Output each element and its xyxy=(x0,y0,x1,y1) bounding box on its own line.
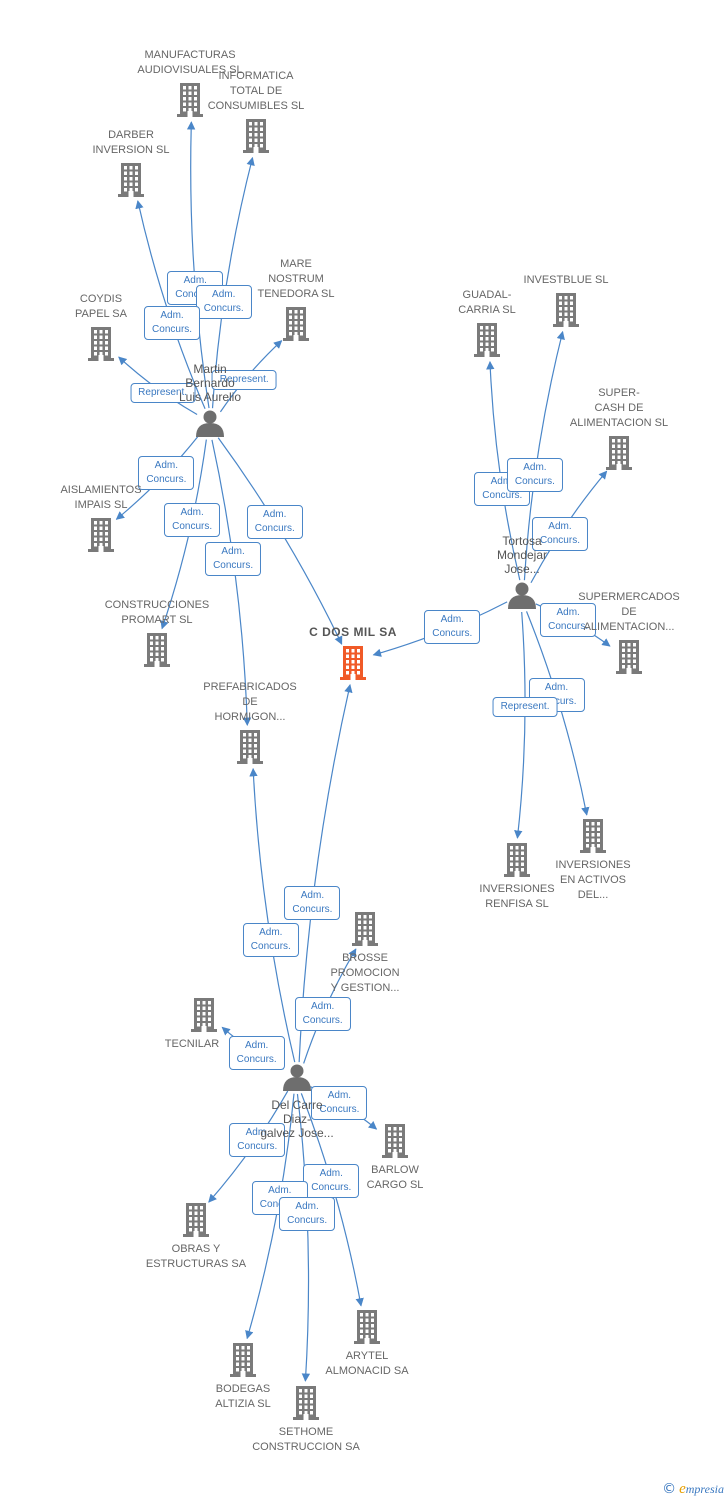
relation-badge[interactable]: Adm. Concurs. xyxy=(294,997,351,1032)
company-label[interactable]: MANUFACTURAS AUDIOVISUALES SL xyxy=(137,49,243,76)
relation-badge[interactable]: Adm. Concurs. xyxy=(531,517,588,552)
building-icon[interactable] xyxy=(88,327,114,361)
building-icon[interactable] xyxy=(504,843,530,877)
company-label[interactable]: SUPER- CASH DE ALIMENTACION SL xyxy=(569,387,669,429)
company-label[interactable]: BODEGAS ALTIZIA SL xyxy=(215,1383,271,1410)
building-icon[interactable] xyxy=(237,730,263,764)
relation-edge xyxy=(186,121,210,409)
relation-edge xyxy=(211,439,252,727)
brand-name: mpresia xyxy=(685,1482,724,1496)
person-icon[interactable] xyxy=(508,582,536,610)
relation-badge[interactable]: Adm. Concurs. xyxy=(229,1122,286,1157)
relation-edge xyxy=(245,1093,295,1340)
building-icon[interactable] xyxy=(230,1343,256,1377)
building-icon[interactable] xyxy=(183,1203,209,1237)
person-label[interactable]: Del Carre Diaz- galvez Jose... xyxy=(260,1098,334,1140)
relation-badge[interactable]: Adm. Concurs. xyxy=(138,455,195,490)
brand-letter: e xyxy=(679,1481,686,1497)
person-icon[interactable] xyxy=(196,410,224,438)
relation-badge[interactable]: Adm. Concurs. xyxy=(144,306,201,341)
building-icon[interactable] xyxy=(283,307,309,341)
relation-edge xyxy=(249,767,296,1063)
company-label[interactable]: GUADAL- CARRIA SL xyxy=(458,289,516,316)
company-label[interactable]: INVESTBLUE SL xyxy=(523,274,609,286)
relation-badge[interactable]: Adm. Concurs. xyxy=(228,1036,285,1071)
relation-badge[interactable]: Adm. Concurs. xyxy=(424,610,481,645)
company-label[interactable]: BARLOW CARGO SL xyxy=(366,1164,424,1191)
relation-badge[interactable]: Represent. xyxy=(211,370,277,391)
relation-badge[interactable]: Adm. Concurs. xyxy=(311,1085,368,1120)
company-label[interactable]: SUPERMERCADOS DE ALIMENTACION... xyxy=(578,591,680,633)
company-label[interactable]: OBRAS Y ESTRUCTURAS SA xyxy=(145,1243,247,1270)
building-icon[interactable] xyxy=(382,1124,408,1158)
company-label[interactable]: CONSTRUCCIONES PROMART SL xyxy=(104,599,210,626)
building-icon[interactable] xyxy=(553,293,579,327)
nodes-layer xyxy=(88,83,642,1420)
building-icon[interactable] xyxy=(177,83,203,117)
company-label[interactable]: AISLAMIENTOS IMPAIS SL xyxy=(60,484,142,511)
relation-badge[interactable]: Adm. Concurs. xyxy=(195,285,252,320)
relation-badge[interactable]: Adm. Concurs. xyxy=(242,922,299,957)
building-icon[interactable] xyxy=(144,633,170,667)
relation-badge[interactable]: Represent. xyxy=(492,697,558,718)
building-icon[interactable] xyxy=(88,518,114,552)
building-icon[interactable] xyxy=(118,163,144,197)
relation-edge xyxy=(296,1093,311,1382)
empresia-footer[interactable]: ©empresia xyxy=(662,1481,724,1498)
relation-edge xyxy=(514,611,526,839)
person-label[interactable]: Martin Bernardo Luis Aurelio xyxy=(178,362,242,404)
relation-badge[interactable]: Adm. Concurs. xyxy=(506,457,563,492)
copyright-symbol: © xyxy=(662,1481,677,1497)
focus-company-label[interactable]: C DOS MIL SA xyxy=(309,625,397,639)
building-icon[interactable] xyxy=(606,436,632,470)
company-label[interactable]: INVERSIONES RENFISA SL xyxy=(479,883,555,910)
company-label[interactable]: BROSSE PROMOCION Y GESTION... xyxy=(330,952,400,994)
building-icon[interactable] xyxy=(243,119,269,153)
relation-badge[interactable]: Adm. Concurs. xyxy=(303,1164,360,1199)
person-icon[interactable] xyxy=(283,1064,311,1092)
building-icon[interactable] xyxy=(474,323,500,357)
building-icon[interactable] xyxy=(616,640,642,674)
person-label[interactable]: Tortosa Mondejar Jose... xyxy=(496,534,548,576)
company-label[interactable]: TECNILAR xyxy=(164,1038,220,1050)
focus-building-icon[interactable] xyxy=(340,646,366,680)
company-label[interactable]: INVERSIONES EN ACTIVOS DEL... xyxy=(555,859,631,901)
relation-badge[interactable]: Adm. Concurs. xyxy=(540,602,597,637)
company-label[interactable]: ARYTEL ALMONACID SA xyxy=(325,1350,409,1377)
relation-badge[interactable]: Adm. Concurs. xyxy=(205,541,262,576)
relation-edge xyxy=(486,360,521,581)
relation-badge[interactable]: Adm. Concurs. xyxy=(279,1197,336,1232)
company-label[interactable]: SETHOME CONSTRUCCION SA xyxy=(252,1426,360,1453)
relation-badge[interactable]: Represent. xyxy=(130,382,196,403)
building-icon[interactable] xyxy=(580,819,606,853)
building-icon[interactable] xyxy=(191,998,217,1032)
company-label[interactable]: COYDIS PAPEL SA xyxy=(75,293,127,320)
relation-badge[interactable]: Adm. Concurs. xyxy=(164,502,221,537)
relation-badge[interactable]: Adm. Concurs. xyxy=(246,504,303,539)
company-label[interactable]: DARBER INVERSION SL xyxy=(92,129,170,156)
building-icon[interactable] xyxy=(354,1310,380,1344)
building-icon[interactable] xyxy=(352,912,378,946)
company-label[interactable]: INFORMATICA TOTAL DE CONSUMIBLES SL xyxy=(207,70,305,112)
company-label[interactable]: PREFABRICADOS DE HORMIGON... xyxy=(203,681,297,723)
company-label[interactable]: MARE NOSTRUM TENEDORA SL xyxy=(257,258,335,300)
relation-badge[interactable]: Adm. Concurs. xyxy=(284,885,341,920)
building-icon[interactable] xyxy=(293,1386,319,1420)
relation-edge xyxy=(523,330,565,581)
